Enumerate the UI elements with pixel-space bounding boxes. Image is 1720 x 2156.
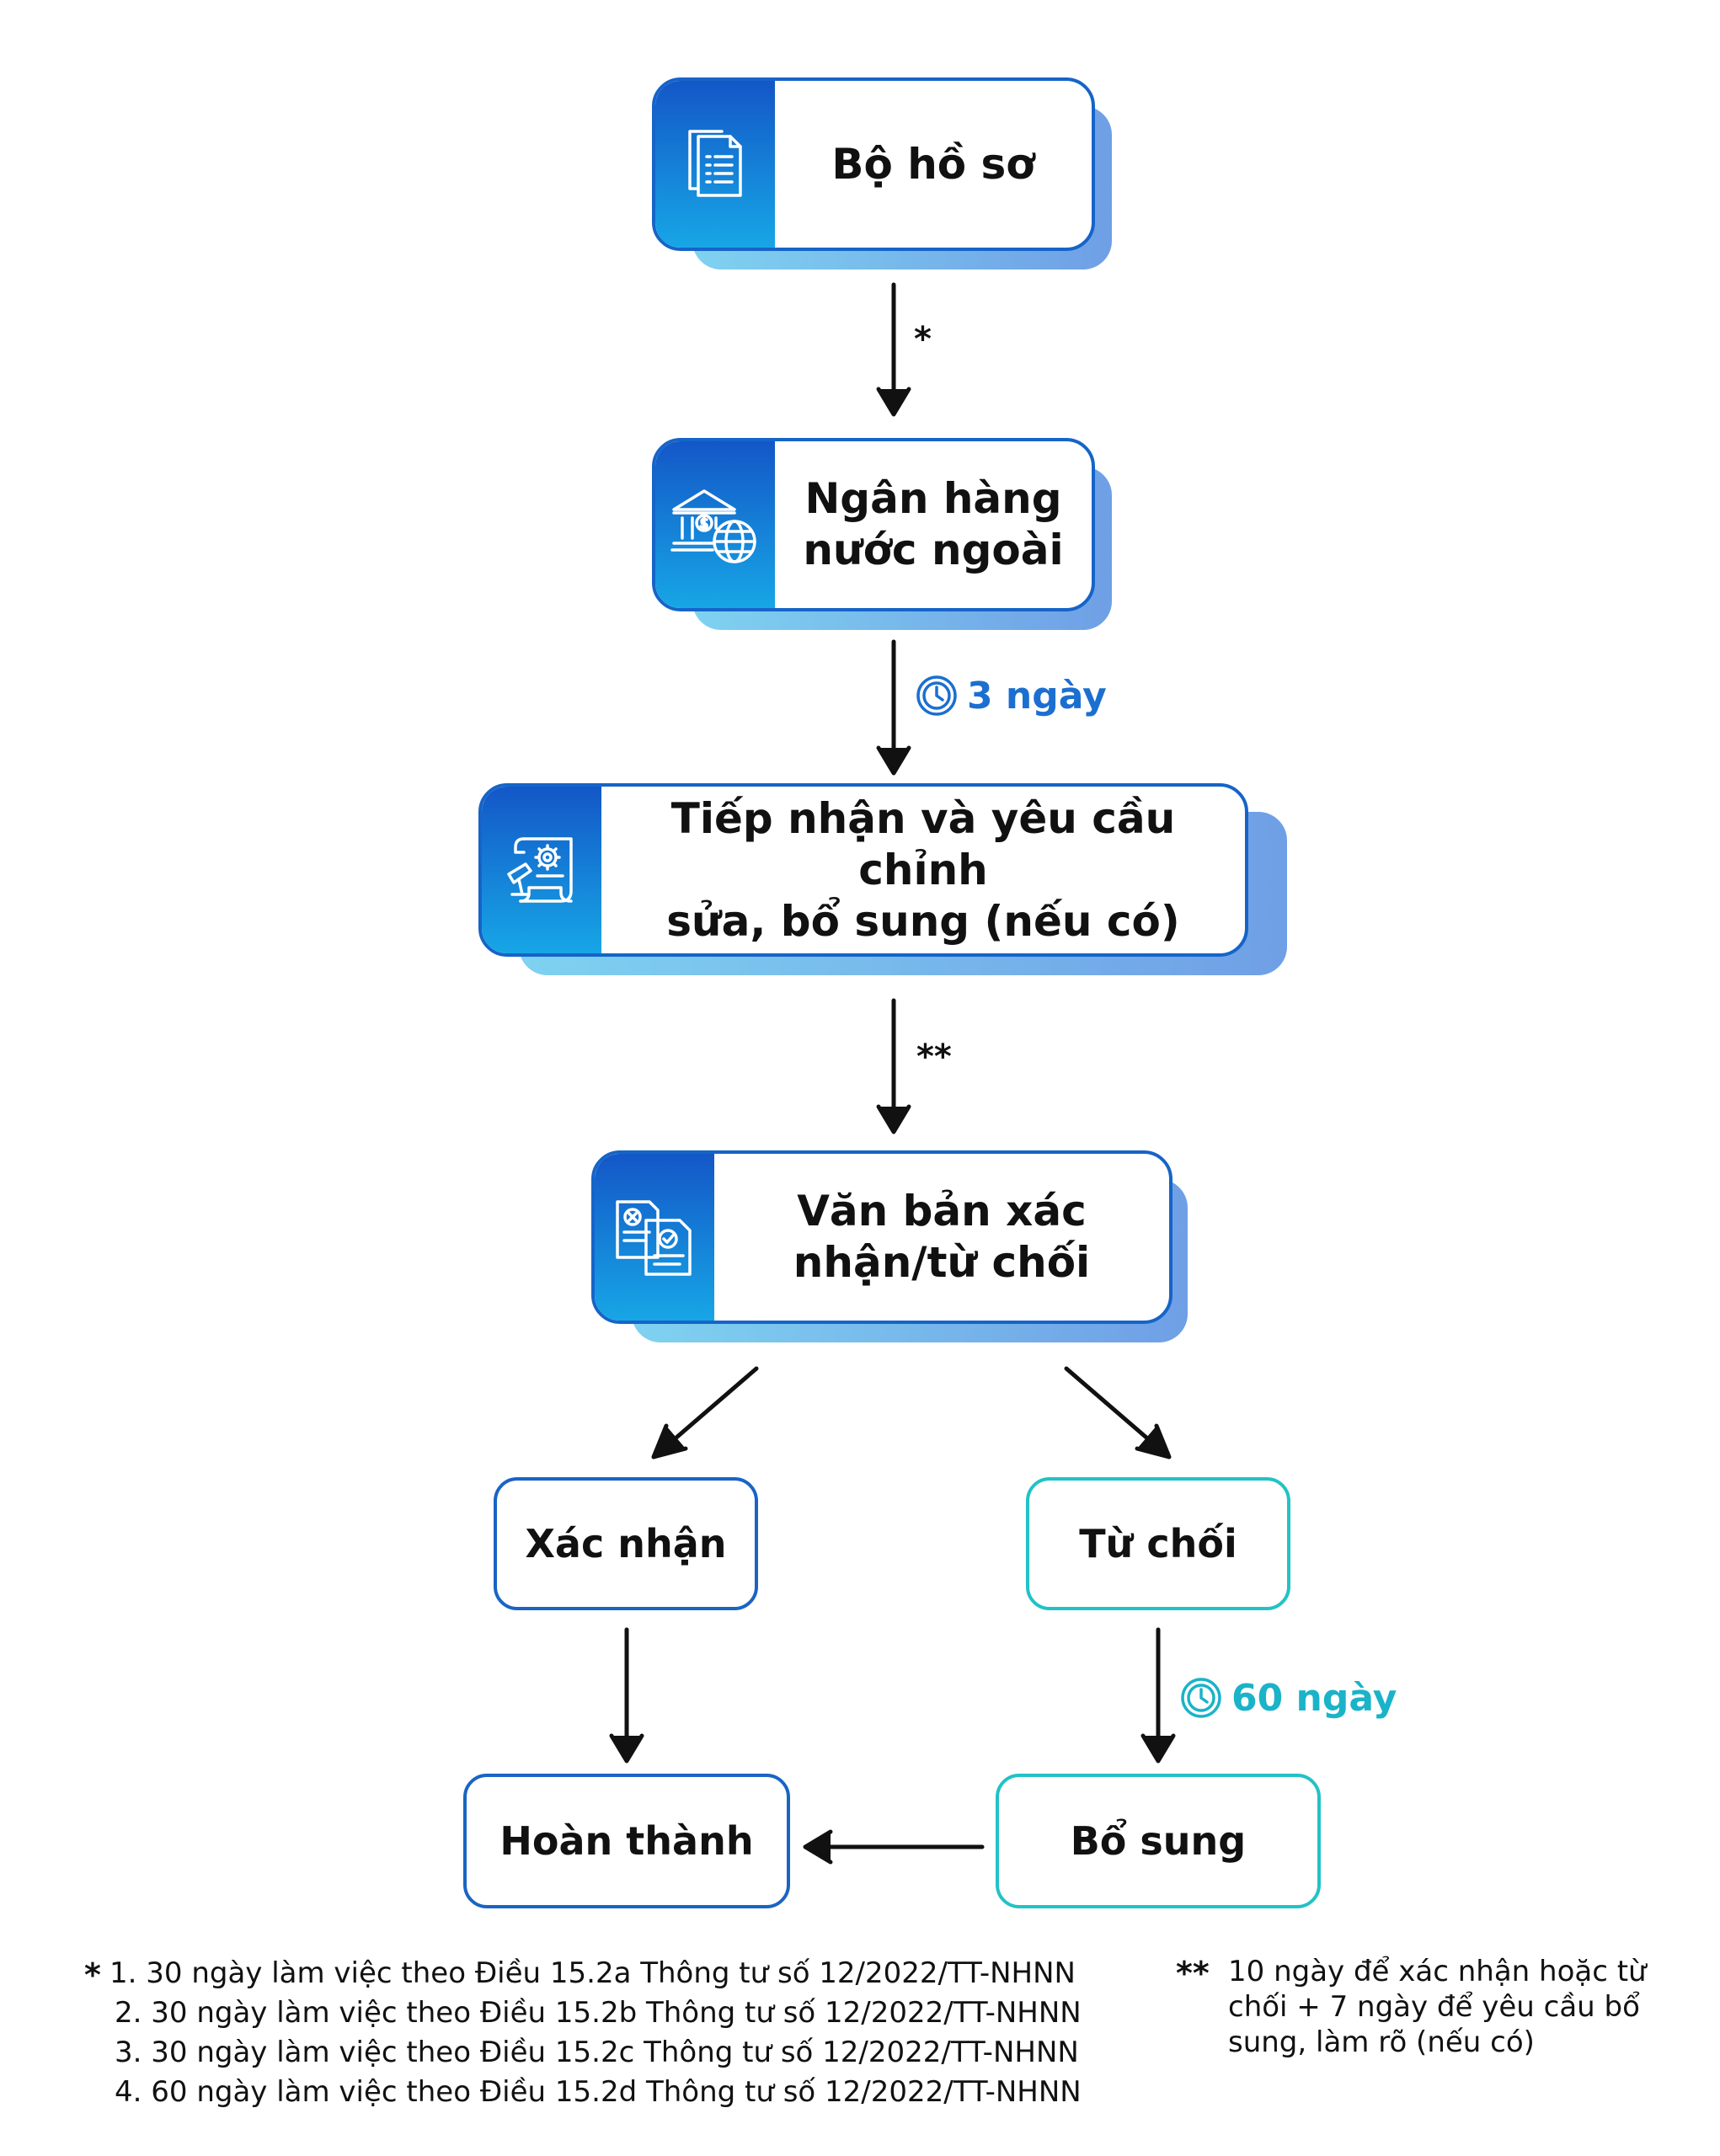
duration-three-days: 3 ngày bbox=[915, 674, 1107, 718]
duration-three-days-label: 3 ngày bbox=[967, 674, 1107, 718]
footnote-double-line1: 10 ngày để xác nhận hoặc từ bbox=[1228, 1955, 1647, 1988]
certificate-scroll-icon bbox=[482, 787, 601, 953]
duration-sixty-days: 60 ngày bbox=[1179, 1676, 1397, 1720]
marker-single-star: * bbox=[914, 320, 932, 359]
step-foreign-bank-label-line1: Ngân hàng bbox=[804, 474, 1062, 523]
arrowhead-receive-to-document bbox=[876, 1104, 911, 1134]
clock-icon bbox=[1179, 1676, 1223, 1720]
arrowhead-document-to-confirm bbox=[651, 1423, 688, 1460]
footnote-single-star-marker: * bbox=[84, 1956, 101, 1993]
outcome-confirm: Xác nhận bbox=[494, 1477, 758, 1610]
footnote-item: 1. 30 ngày làm việc theo Điều 15.2a Thôn… bbox=[110, 1956, 1076, 1990]
approve-reject-documents-icon bbox=[595, 1154, 714, 1321]
outcome-complete: Hoàn thành bbox=[463, 1774, 790, 1908]
footnote-double-line3: sung, làm rõ (nếu có) bbox=[1228, 2025, 1535, 2059]
arrowhead-supplement-to-complete bbox=[803, 1829, 833, 1865]
step-document-label-line2: nhận/từ chối bbox=[793, 1238, 1091, 1287]
footnote-double-star: ** 10 ngày để xác nhận hoặc từ chối + 7 … bbox=[1176, 1954, 1698, 2060]
duration-sixty-days-label: 60 ngày bbox=[1231, 1676, 1397, 1720]
bank-globe-icon bbox=[655, 441, 775, 608]
footnote-double-line2: chối + 7 ngày để yêu cầu bổ bbox=[1228, 1990, 1640, 2024]
clock-icon bbox=[915, 674, 959, 718]
footnote-item: 2. 30 ngày làm việc theo Điều 15.2b Thôn… bbox=[115, 1996, 1082, 2030]
step-receive-label-line1: Tiếp nhận và yêu cầu chỉnh bbox=[670, 793, 1176, 894]
arrowhead-document-to-reject bbox=[1135, 1423, 1172, 1460]
footnote-single-star: * 1. 30 ngày làm việc theo Điều 15.2a Th… bbox=[84, 1954, 1146, 2112]
marker-double-star: ** bbox=[916, 1038, 952, 1076]
step-foreign-bank-label-line2: nước ngoài bbox=[803, 526, 1064, 574]
arrowhead-dossier-to-bank bbox=[876, 387, 911, 417]
step-document-label-line1: Văn bản xác bbox=[797, 1187, 1087, 1235]
footnote-double-star-text: 10 ngày để xác nhận hoặc từ chối + 7 ngà… bbox=[1176, 1954, 1698, 2060]
step-dossier-label: Bộ hồ sơ bbox=[831, 139, 1035, 189]
step-receive-label-line2: sửa, bổ sung (nếu có) bbox=[666, 896, 1180, 946]
arrowhead-reject-to-supplement bbox=[1140, 1733, 1176, 1764]
footnote-item: 3. 30 ngày làm việc theo Điều 15.2c Thôn… bbox=[115, 2036, 1079, 2069]
footnote-double-star-marker: ** bbox=[1176, 1955, 1210, 1992]
outcome-reject: Từ chối bbox=[1026, 1477, 1290, 1610]
outcome-supplement: Bổ sung bbox=[996, 1774, 1321, 1908]
footnote-item: 4. 60 ngày làm việc theo Điều 15.2d Thôn… bbox=[115, 2075, 1082, 2109]
arrowhead-bank-to-receive bbox=[876, 745, 911, 776]
arrowhead-confirm-to-complete bbox=[609, 1733, 644, 1764]
document-list-icon bbox=[655, 81, 775, 248]
